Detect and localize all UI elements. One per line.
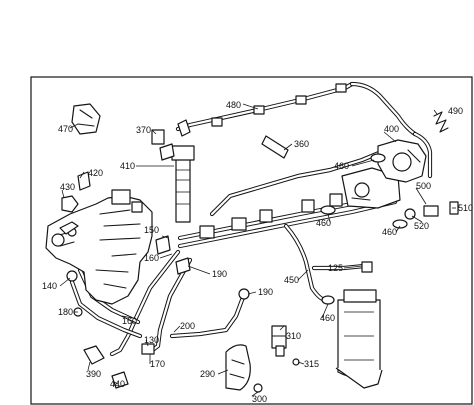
callout-360: 360 xyxy=(294,139,309,149)
callout-160-lower: 160 xyxy=(122,316,137,326)
return-line-connectors xyxy=(177,83,347,137)
callout-200: 200 xyxy=(180,321,195,331)
callout-180: 180 xyxy=(58,307,73,317)
callout-460-right: 460 xyxy=(382,227,397,237)
bracket-290 xyxy=(225,344,251,391)
diagram-frame xyxy=(30,76,473,405)
callout-125: 125 xyxy=(328,263,343,273)
callout-labels: 480 490 470 370 360 400 460 410 420 430 … xyxy=(42,100,473,404)
callout-450: 450 xyxy=(284,275,299,285)
callout-460-lower: 460 xyxy=(320,313,335,323)
callout-470: 470 xyxy=(58,124,73,134)
callout-510: 510 xyxy=(458,203,473,213)
callout-420: 420 xyxy=(88,168,103,178)
callout-300: 300 xyxy=(252,394,267,404)
fuel-rail-block xyxy=(341,139,427,209)
callout-140: 140 xyxy=(42,281,57,291)
callout-490: 490 xyxy=(448,106,463,116)
callout-390: 390 xyxy=(86,369,101,379)
callout-400: 400 xyxy=(384,124,399,134)
injection-pump xyxy=(45,189,153,305)
pressure-sensor xyxy=(271,325,287,357)
callout-370: 370 xyxy=(136,125,151,135)
callout-440: 440 xyxy=(110,379,125,389)
leader-lines xyxy=(59,103,456,397)
callout-500: 500 xyxy=(416,181,431,191)
callout-290: 290 xyxy=(200,369,215,379)
callout-160-upper: 160 xyxy=(144,253,159,263)
callout-190-lower: 190 xyxy=(258,287,273,297)
callout-310: 310 xyxy=(286,331,301,341)
callout-315: 315 xyxy=(304,359,319,369)
callout-410: 410 xyxy=(120,161,135,171)
callout-480: 480 xyxy=(226,100,241,110)
injector-nozzles xyxy=(171,145,343,239)
callout-430: 430 xyxy=(60,182,75,192)
callout-520: 520 xyxy=(414,221,429,231)
fuel-filter xyxy=(335,289,383,389)
callout-460-upper: 460 xyxy=(334,161,349,171)
callout-130: 130 xyxy=(144,335,159,345)
callout-460-mid: 460 xyxy=(316,218,331,228)
callout-150: 150 xyxy=(144,225,159,235)
callout-170: 170 xyxy=(150,359,165,369)
callout-190-upper: 190 xyxy=(212,269,227,279)
